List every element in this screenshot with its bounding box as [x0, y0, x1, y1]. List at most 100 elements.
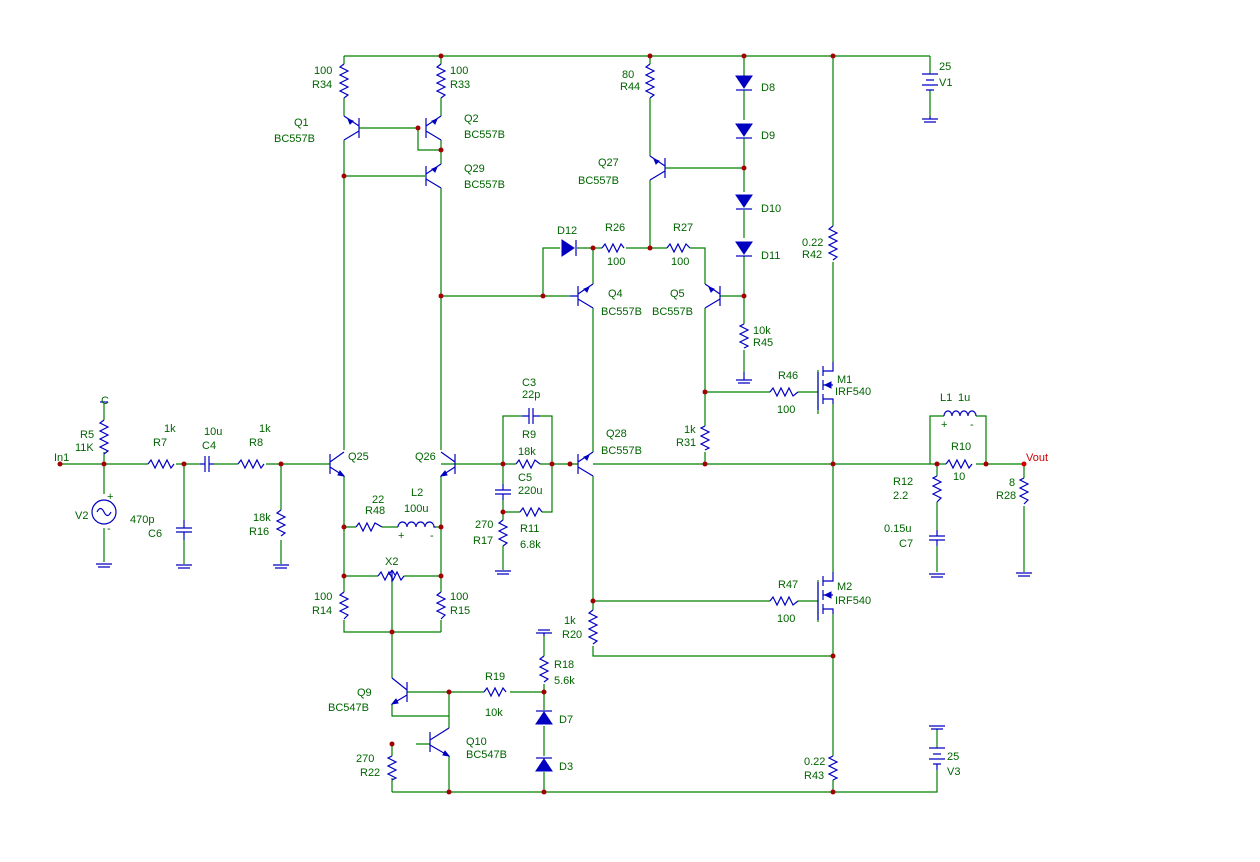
r43-label: R43 [804, 770, 824, 782]
l2-label: L2 [411, 487, 423, 499]
r34-label: R34 [312, 79, 332, 91]
q27-type: BC557B [578, 175, 619, 187]
r20-label: R20 [562, 629, 582, 641]
r10-value: 10 [953, 471, 965, 483]
q5-label: Q5 [670, 288, 685, 300]
m2-mosfet [817, 572, 834, 620]
r19-resistor [483, 686, 507, 698]
v1-value: 25 [939, 61, 951, 73]
q4-label: Q4 [608, 288, 623, 300]
r8-label: R8 [249, 437, 263, 449]
r48-resistor [355, 521, 383, 533]
r42-label: R42 [802, 249, 822, 261]
r44-label: R44 [620, 81, 640, 93]
ground-symbols [96, 116, 1032, 730]
r34-value: 100 [314, 65, 332, 77]
q9-type: BC547B [328, 702, 369, 714]
q26-transistor [439, 451, 456, 477]
r48-label: R48 [365, 505, 385, 517]
r45-resistor [738, 323, 750, 349]
q25-transistor [329, 451, 346, 477]
r26-value: 100 [607, 256, 625, 268]
v2-plus-mark: + [107, 491, 113, 503]
r42-value: 0.22 [802, 237, 823, 249]
c6-capacitor [176, 520, 192, 540]
r22-value: 270 [356, 753, 374, 765]
r47-resistor [769, 595, 799, 607]
q25-label: Q25 [348, 451, 369, 463]
c3-value: 22p [522, 389, 540, 401]
v1-label: V1 [939, 77, 952, 89]
r48-value: 22 [372, 494, 384, 506]
r9-value: 18k [518, 446, 536, 458]
r34-resistor [338, 63, 350, 99]
l2-inductor [397, 521, 436, 528]
q29-label: Q29 [464, 163, 485, 175]
r28-label: R28 [996, 490, 1016, 502]
d10-label: D10 [761, 203, 781, 215]
vout-label: Vout [1026, 452, 1048, 464]
q10-transistor [429, 727, 451, 757]
q4-type: BC557B [601, 306, 642, 318]
d9-label: D9 [761, 130, 775, 142]
c6-value: 470p [130, 514, 154, 526]
r27-label: R27 [673, 222, 693, 234]
r7-resistor [147, 458, 175, 470]
r20-value: 1k [564, 615, 576, 627]
r22-resistor [386, 755, 398, 781]
x2-label: X2 [385, 556, 398, 568]
q10-label: Q10 [466, 736, 487, 748]
v3-battery [929, 747, 945, 770]
r45-value: 10k [753, 325, 771, 337]
m2-type: IRF540 [835, 595, 871, 607]
q2-label: Q2 [464, 113, 479, 125]
d7-label: D7 [559, 714, 573, 726]
r12-label: R12 [893, 476, 913, 488]
d8-diode [735, 75, 753, 91]
q29-transistor [425, 163, 442, 189]
r12-value: 2.2 [893, 490, 908, 502]
r47-label: R47 [778, 579, 798, 591]
q5-type: BC557B [652, 306, 693, 318]
q9-label: Q9 [357, 687, 372, 699]
d12-label: D12 [557, 225, 577, 237]
in1-label: In1 [54, 452, 69, 464]
q27-label: Q27 [598, 157, 619, 169]
r31-label: R31 [676, 437, 696, 449]
q4-transistor [570, 283, 594, 309]
c3-label: C3 [522, 377, 536, 389]
v2-label: V2 [75, 510, 88, 522]
c5-label: C5 [518, 472, 532, 484]
r27-value: 100 [671, 256, 689, 268]
q9-transistor [390, 677, 408, 705]
q10-type: BC547B [466, 749, 507, 761]
r14-label: R14 [312, 605, 332, 617]
r42-resistor [827, 225, 839, 261]
m2-label: M2 [837, 581, 852, 593]
r18-resistor [538, 655, 550, 683]
q5-transistor [704, 283, 721, 309]
r17-resistor [497, 519, 509, 547]
r5-value: 11K [75, 442, 94, 454]
net-c-label: C [101, 395, 109, 407]
v2-minus-mark: - [107, 523, 111, 535]
r10-resistor [945, 458, 973, 470]
d8-label: D8 [761, 82, 775, 94]
r27-resistor [666, 242, 691, 254]
r11-value: 6.8k [520, 539, 541, 551]
r10-label: R10 [951, 441, 971, 453]
r18-value: 5.6k [554, 675, 575, 687]
v2-ac-source [91, 499, 117, 525]
r20-resistor [587, 609, 599, 645]
c4-capacitor [200, 456, 214, 472]
r8-value: 1k [259, 423, 271, 435]
c6-label: C6 [148, 528, 162, 540]
r44-resistor [644, 63, 656, 99]
q1-type: BC557B [274, 133, 315, 145]
q1-label: Q1 [294, 117, 309, 129]
r22-label: R22 [360, 767, 380, 779]
v3-label: V3 [947, 766, 960, 778]
d11-diode [735, 241, 753, 257]
c7-value: 0.15u [884, 523, 912, 535]
r17-value: 270 [475, 519, 493, 531]
